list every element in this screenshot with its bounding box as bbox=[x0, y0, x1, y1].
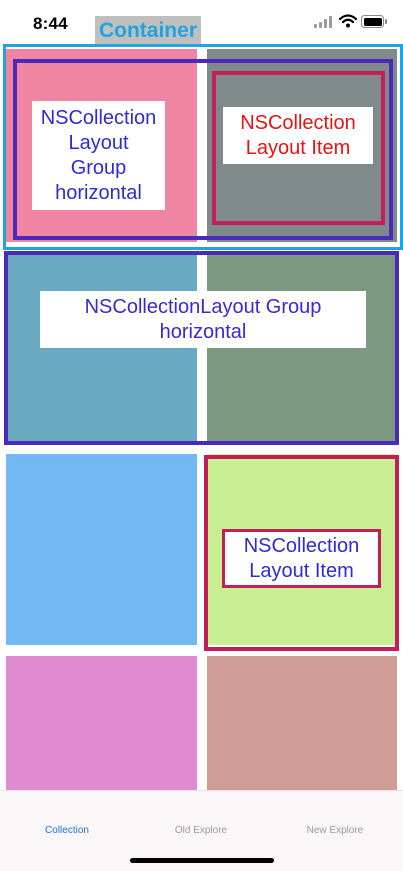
tab-label: New Explore bbox=[306, 825, 364, 836]
item-outline-top bbox=[212, 71, 385, 225]
home-indicator bbox=[130, 858, 274, 863]
tab-old-explore[interactable]: Old Explore bbox=[134, 825, 268, 836]
group-label-middle: NSCollectionLayout Group horizontal bbox=[40, 291, 366, 348]
collection-cell[interactable] bbox=[6, 454, 197, 645]
tab-bar: Collection Old Explore New Explore bbox=[0, 790, 403, 871]
collection-cell[interactable] bbox=[207, 656, 397, 790]
item-label-bottom: NSCollection Layout Item bbox=[222, 529, 381, 588]
group-label-line: Layout bbox=[68, 131, 129, 154]
battery-icon bbox=[361, 15, 388, 28]
group-label-line: horizontal bbox=[159, 320, 247, 343]
collection-cell[interactable] bbox=[6, 656, 197, 790]
tab-label: Old Explore bbox=[174, 825, 228, 836]
tab-new-explore[interactable]: New Explore bbox=[268, 825, 402, 836]
wifi-icon bbox=[338, 14, 358, 28]
item-label-line: NSCollection bbox=[243, 534, 360, 557]
group-label-line: NSCollectionLayout Group bbox=[84, 295, 322, 318]
group-label-top: NSCollection Layout Group horizontal bbox=[32, 101, 165, 210]
group-label-line: Group bbox=[70, 156, 127, 179]
item-label-line: NSCollection bbox=[240, 111, 356, 134]
group-label-line: NSCollection bbox=[40, 106, 157, 129]
group-outline-middle bbox=[4, 251, 399, 445]
item-outline-bottom bbox=[204, 455, 399, 651]
signal-icon bbox=[314, 16, 334, 28]
group-label-line: horizontal bbox=[55, 181, 142, 204]
status-time: 8:44 bbox=[33, 14, 68, 33]
container-label: Container bbox=[95, 16, 201, 44]
item-label-line: Layout Item bbox=[249, 559, 354, 582]
tab-label: Collection bbox=[45, 825, 89, 836]
item-label-line: Layout Item bbox=[245, 136, 351, 159]
item-label-top: NSCollection Layout Item bbox=[223, 107, 373, 164]
tab-collection[interactable]: Collection bbox=[0, 825, 134, 836]
container-outline bbox=[3, 44, 403, 250]
group-outline-top bbox=[13, 59, 393, 240]
